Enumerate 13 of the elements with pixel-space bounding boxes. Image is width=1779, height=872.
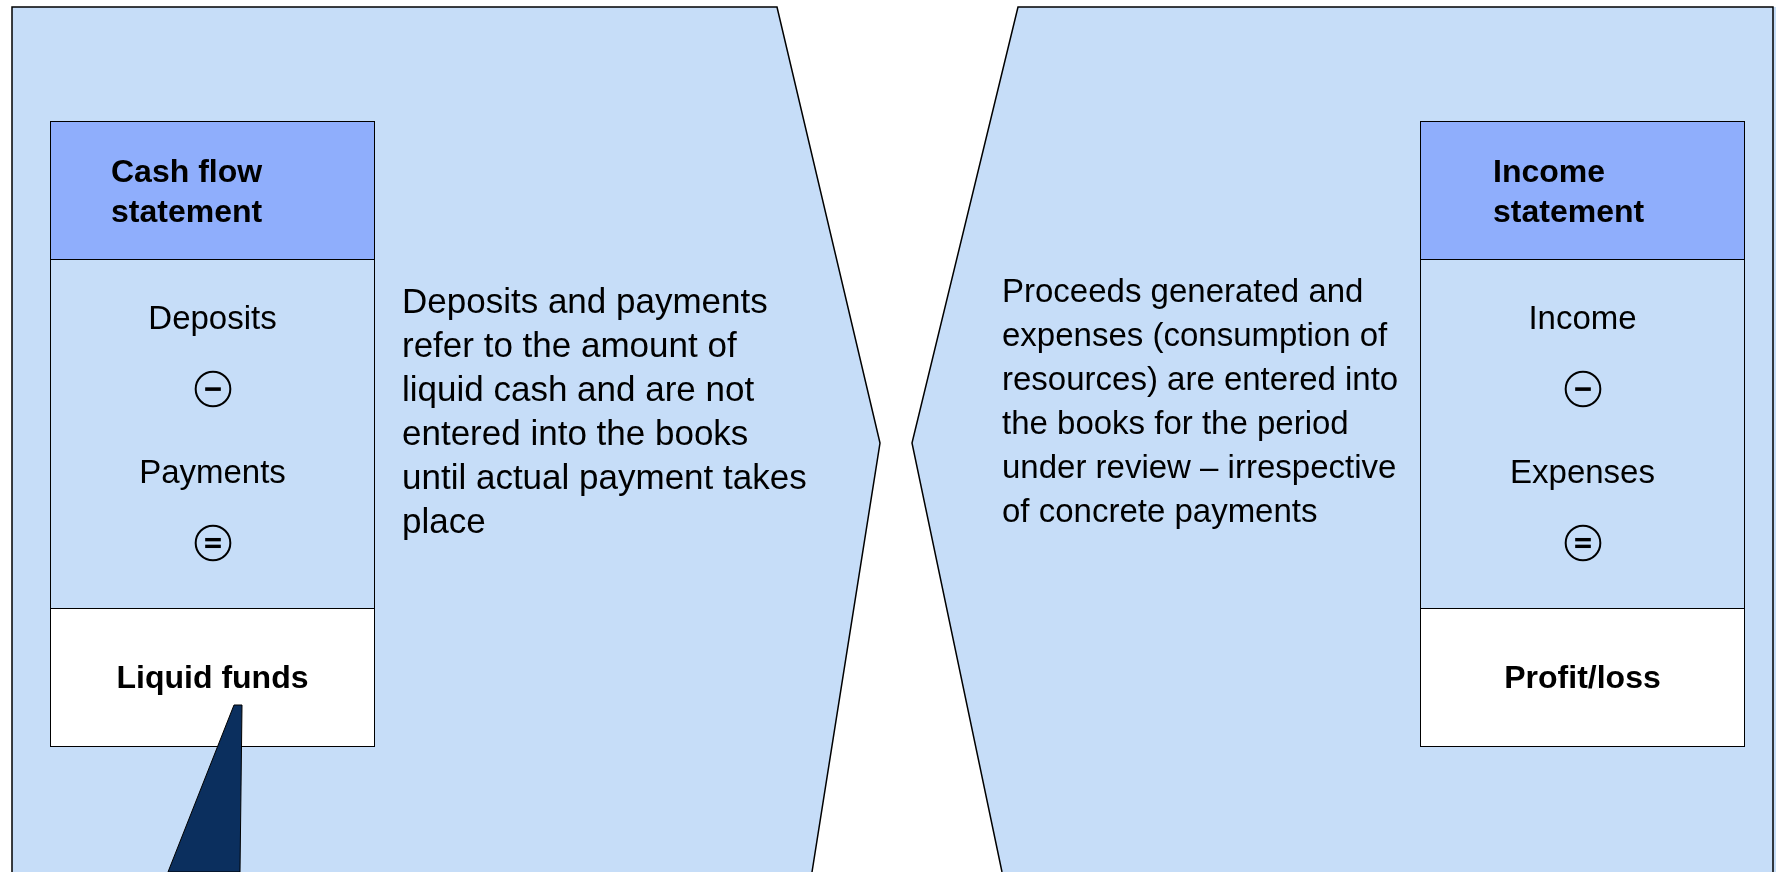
- table-result: Liquid funds: [116, 659, 309, 696]
- table-item: Payments: [139, 452, 286, 492]
- table-result: Profit/loss: [1504, 659, 1661, 696]
- description-text: Proceeds generated and expenses (consumption of resources) are entered into the books for the period under review – irrespective of concrete payments: [1002, 271, 1400, 531]
- table-item: Expenses: [1510, 452, 1655, 492]
- statement-table: [50, 121, 375, 747]
- table-item: Deposits: [148, 298, 277, 338]
- table-item: Income: [1528, 298, 1637, 338]
- table-heading: Cash flow statement: [110, 151, 264, 231]
- statement-table: [1420, 121, 1745, 747]
- callout-pointer: [166, 705, 244, 872]
- table-heading: Income statement: [1492, 151, 1646, 231]
- description-text: Deposits and payments refer to the amount of liquid cash and are not entered into the books until actual payment takes place: [402, 280, 807, 542]
